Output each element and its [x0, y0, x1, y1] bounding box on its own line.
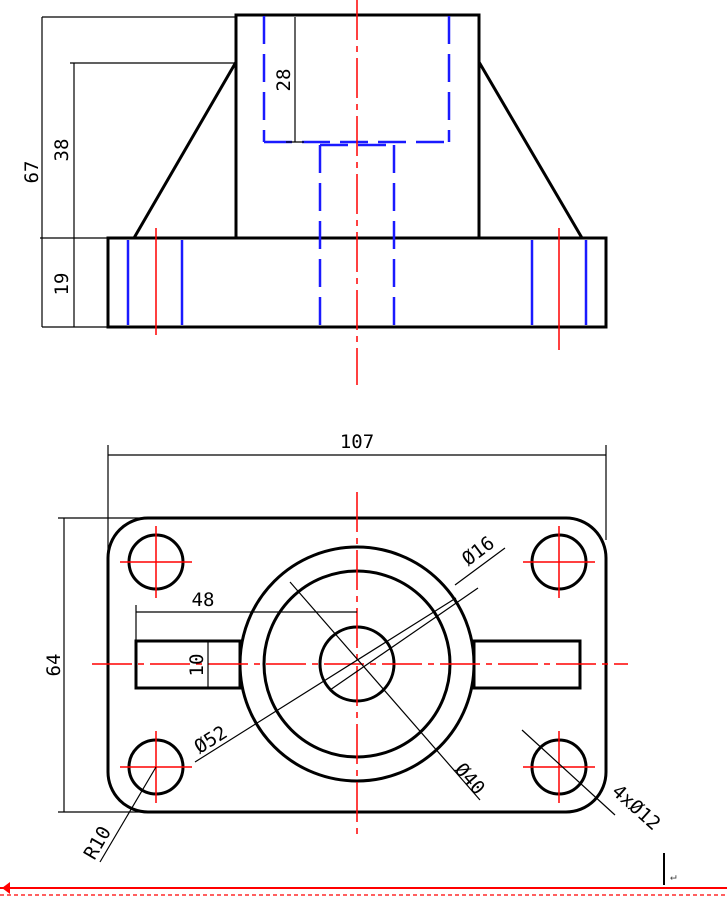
dim-4x12-label: 4xØ12	[607, 780, 664, 835]
hole-centerlines	[120, 526, 595, 803]
dim-overall-height	[41, 16, 236, 328]
top-centerlines	[92, 492, 628, 840]
base-hole-hidden-lines	[126, 240, 588, 325]
top-view: 107 64 48 10 Ø16 Ø52 Ø40 4xØ12	[43, 431, 665, 863]
dim-19-label: 19	[51, 273, 73, 296]
right-rib	[477, 61, 584, 239]
dim-overall-depth	[58, 517, 148, 813]
dim-r10-label: R10	[80, 823, 116, 864]
dim-overall-width	[107, 445, 607, 560]
return-glyph: ↵	[670, 870, 677, 883]
dim-10-label: 10	[186, 654, 208, 677]
dim-bore-depth	[286, 17, 304, 143]
dim-67-label: 67	[21, 161, 43, 184]
dim-48-label: 48	[192, 589, 215, 611]
left-rib	[132, 61, 238, 239]
left-arrow-icon	[2, 882, 10, 894]
dim-107-label: 107	[340, 431, 374, 453]
dim-28-label: 28	[273, 69, 295, 92]
dim-hole-leader	[521, 729, 616, 816]
dim-38-label: 38	[51, 139, 73, 162]
dim-base-height	[40, 237, 108, 327]
dim-boss-outer-leader	[194, 597, 457, 763]
front-centerlines	[155, 0, 560, 385]
dim-bore-leader-ext	[454, 547, 506, 586]
dim-boss-height	[70, 62, 236, 238]
dim-bore-leader	[329, 587, 479, 691]
front-view: 67 38 19 28	[21, 0, 608, 385]
dim-radius-leader	[99, 766, 157, 863]
bottom-strip: ↵	[0, 853, 727, 896]
dim-boss-inner-leader	[289, 581, 481, 801]
dim-52-label: Ø52	[190, 721, 231, 758]
dim-40-label: Ø40	[450, 759, 489, 799]
dim-slot-length	[135, 605, 357, 641]
dim-64-label: 64	[43, 654, 65, 677]
dim-16-label: Ø16	[458, 532, 499, 570]
